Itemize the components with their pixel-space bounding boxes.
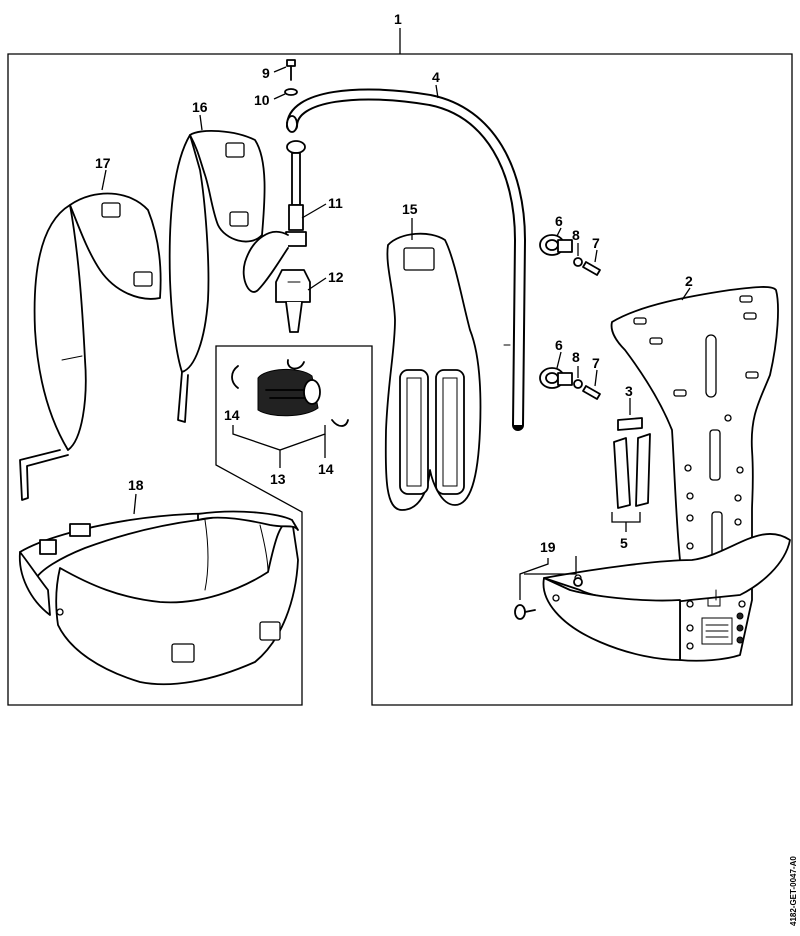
part-hip-belt-18 <box>18 510 299 686</box>
callout-4: 3 <box>625 383 633 399</box>
leader-11 <box>301 203 327 219</box>
callout-7-lower: 7 <box>592 355 600 371</box>
part-screw-7-lower <box>582 385 601 400</box>
part-screw-9 <box>286 59 296 81</box>
callout-8-upper: 8 <box>572 227 580 243</box>
callout-16: 16 <box>192 99 208 115</box>
assembly-frame <box>7 53 793 706</box>
part-shoulder-pad-17 <box>19 192 162 501</box>
leader-17 <box>101 169 107 191</box>
leader-6-upper <box>556 227 562 237</box>
part-clamp-6-lower <box>539 367 573 389</box>
part-washer-10 <box>284 88 298 96</box>
part-bolt-19 <box>514 577 583 620</box>
callout-13: 13 <box>270 471 286 487</box>
part-clamp-13 <box>257 359 321 417</box>
leader-12 <box>307 277 327 291</box>
sub-assembly-13 <box>232 425 326 468</box>
part-buckle-12 <box>275 269 311 333</box>
callout-14b: 14 <box>318 461 334 477</box>
leader-7-lower <box>594 369 598 387</box>
part-washer-8-lower <box>573 379 583 389</box>
part-screw-7-upper <box>582 261 601 276</box>
leader-3 <box>611 512 641 532</box>
callout-11: 11 <box>328 195 343 211</box>
leader-18 <box>133 493 137 515</box>
part-clamp-6-upper <box>539 234 573 256</box>
leader-16 <box>199 114 203 131</box>
callout-6-upper: 6 <box>555 213 563 229</box>
callout-9: 9 <box>262 65 270 81</box>
callout-10: 10 <box>254 92 270 108</box>
callout-5: 4 <box>432 69 440 85</box>
leader-5 <box>435 84 439 99</box>
leader-7-upper <box>594 249 598 263</box>
callout-15: 15 <box>402 201 418 217</box>
callout-6-lower: 6 <box>555 337 563 353</box>
part-shoulder-pad-16 <box>168 130 266 423</box>
leader-19 <box>519 556 577 600</box>
part-pad-3 <box>613 433 651 509</box>
part-washer-8-upper <box>573 257 583 267</box>
callout-2: 2 <box>685 273 693 289</box>
leader-6-lower <box>556 351 562 369</box>
callout-18: 18 <box>128 477 144 493</box>
part-clip-14b <box>331 419 349 427</box>
part-back-pad-15 <box>384 232 482 511</box>
callout-19: 19 <box>540 539 556 555</box>
leader-9 <box>273 66 287 73</box>
part-back-plate-2 <box>542 286 791 662</box>
part-clip-14a <box>231 365 239 389</box>
callout-14a: 14 <box>224 407 240 423</box>
leader-10 <box>273 93 286 100</box>
callout-8-lower: 8 <box>572 349 580 365</box>
reference-code: 4182-GET-0047-A0 <box>789 856 798 926</box>
part-pad-4 <box>617 417 643 431</box>
leader-2 <box>681 287 691 301</box>
callout-7-upper: 7 <box>592 235 600 251</box>
callout-12: 12 <box>328 269 344 285</box>
callout-3: 5 <box>620 535 628 551</box>
callout-1: 1 <box>394 11 402 27</box>
callout-17: 17 <box>95 155 111 171</box>
